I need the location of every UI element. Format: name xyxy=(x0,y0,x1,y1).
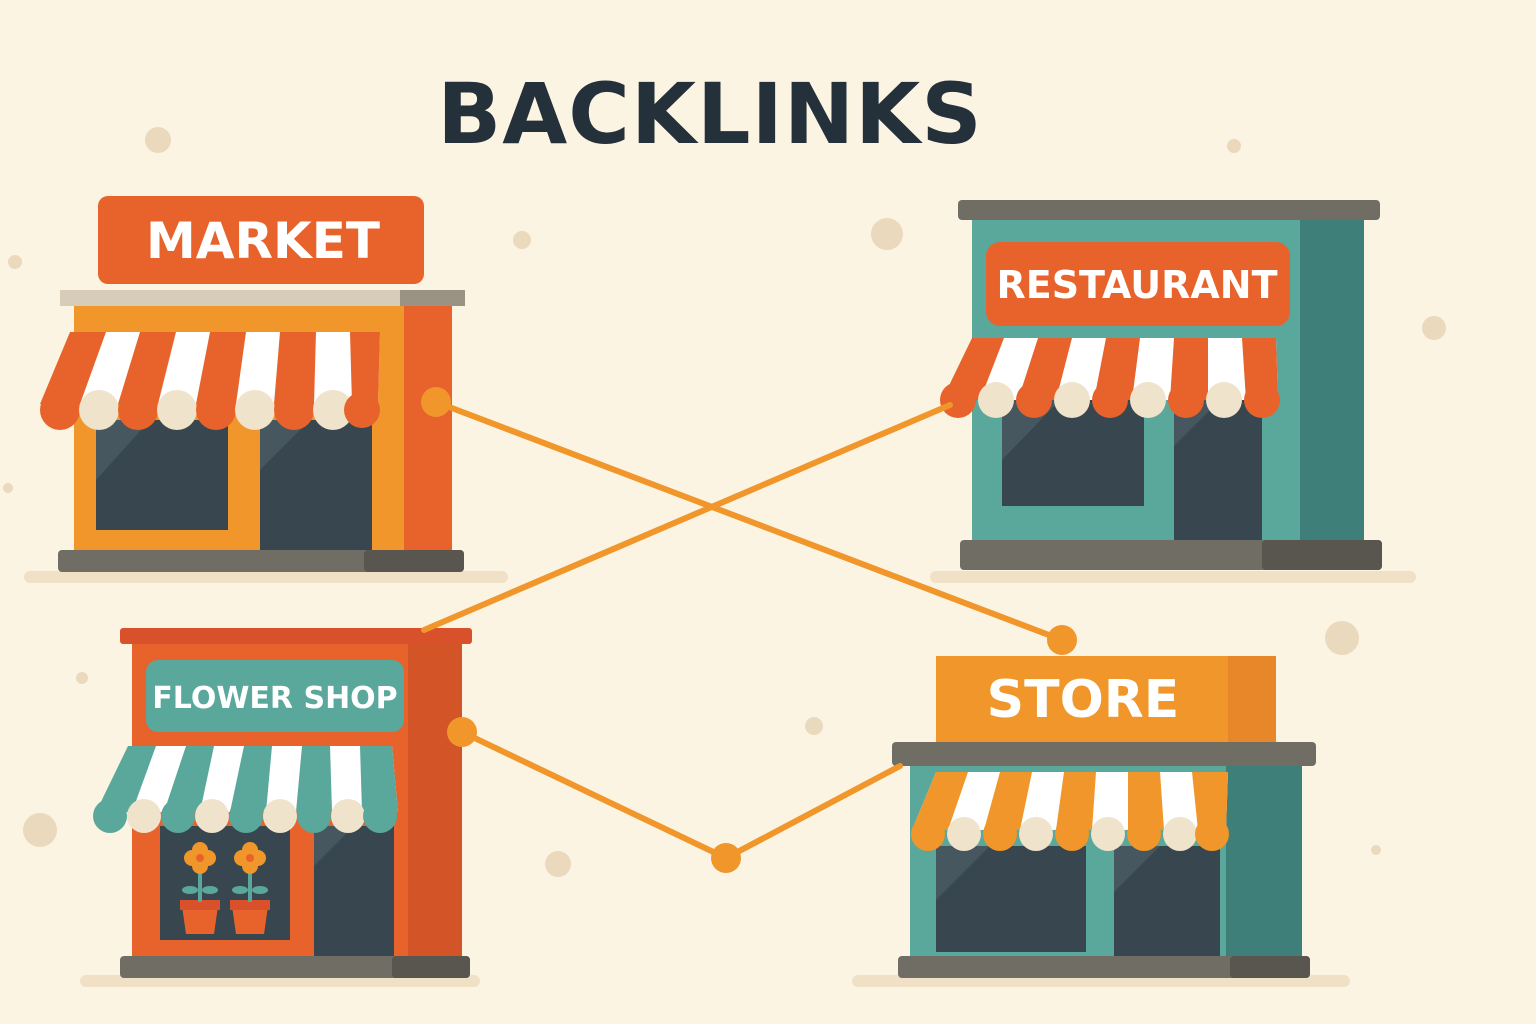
page-title: BACKLINKS xyxy=(437,65,982,163)
store-sign-label: STORE xyxy=(987,670,1180,730)
node-store xyxy=(1047,625,1077,655)
restaurant-sign-label: RESTAURANT xyxy=(996,263,1277,307)
shop-flower-shop: FLOWER SHOP xyxy=(80,628,480,987)
store-sign xyxy=(936,656,1276,742)
shop-restaurant: RESTAURANT xyxy=(930,200,1416,583)
restaurant-awning xyxy=(940,338,1280,418)
background-dots xyxy=(3,127,1446,877)
link-flower-shop-to-store xyxy=(459,729,903,862)
market-sign-label: MARKET xyxy=(146,212,380,270)
store-awning xyxy=(911,772,1229,851)
shop-store: STORE xyxy=(852,656,1350,987)
flower-window xyxy=(160,826,290,940)
flower-shop-awning xyxy=(93,746,398,833)
restaurant-sign xyxy=(986,242,1290,326)
node-midpoint xyxy=(711,843,741,873)
flower-shop-sign xyxy=(146,660,404,732)
market-sign xyxy=(98,196,424,284)
shop-market: MARKET xyxy=(24,196,508,583)
link-flower-shop-to-restaurant xyxy=(421,402,953,633)
flower-shop-sign-label: FLOWER SHOP xyxy=(152,681,397,716)
link-nodes xyxy=(421,387,1077,873)
node-flower-shop xyxy=(447,717,477,747)
market-awning xyxy=(40,332,380,430)
link-market-to-store xyxy=(433,399,1065,643)
node-market xyxy=(421,387,451,417)
